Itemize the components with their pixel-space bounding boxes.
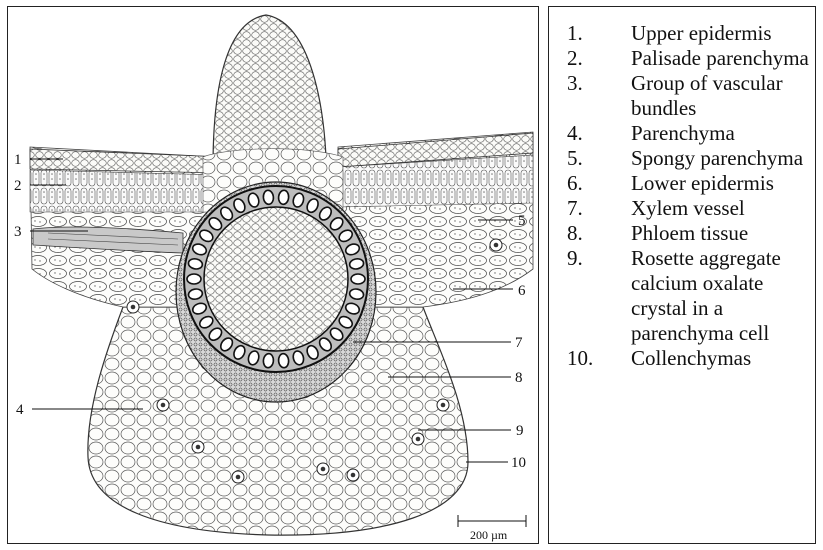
crystal-core bbox=[321, 467, 326, 472]
legend-item: 5. Spongy parenchyma bbox=[549, 146, 815, 171]
callout-3: 3 bbox=[14, 224, 22, 240]
legend-item-number: 7. bbox=[567, 196, 583, 221]
xylem-vessel bbox=[278, 353, 289, 368]
legend-item-label: Group of vascular bundles bbox=[631, 71, 815, 121]
legend-item-number: 3. bbox=[567, 71, 583, 96]
legend-item-number: 8. bbox=[567, 221, 583, 246]
legend-item-label: Xylem vessel bbox=[631, 196, 815, 221]
legend-item-number: 2. bbox=[567, 46, 583, 71]
legend-item: 4. Parenchyma bbox=[549, 121, 815, 146]
legend-item: 1. Upper epidermis bbox=[549, 21, 815, 46]
callout-6: 6 bbox=[518, 283, 526, 299]
xylem-vessel bbox=[263, 190, 274, 205]
legend-item-number: 1. bbox=[567, 21, 583, 46]
crystal-core bbox=[494, 243, 499, 248]
leaf-cross-section-drawing: 1 2 3 4 5 6 7 8 9 10 200 µm bbox=[8, 7, 540, 545]
legend-item: 6. Lower epidermis bbox=[549, 171, 815, 196]
legend-item-label: Parenchyma bbox=[631, 121, 815, 146]
legend-item: 9. Rosette aggregate calcium oxalate crys… bbox=[549, 246, 815, 346]
callout-1: 1 bbox=[14, 152, 22, 168]
legend-item-label: Collenchymas bbox=[631, 346, 815, 371]
legend-item-number: 5. bbox=[567, 146, 583, 171]
legend-item-label: Spongy parenchyma bbox=[631, 146, 815, 171]
legend-item: 7. Xylem vessel bbox=[549, 196, 815, 221]
scale-bar-label: 200 µm bbox=[470, 528, 508, 542]
legend-item-label: Rosette aggregate calcium oxalate crysta… bbox=[631, 246, 815, 346]
callout-10: 10 bbox=[511, 455, 526, 471]
legend-item-label: Phloem tissue bbox=[631, 221, 815, 246]
callout-2: 2 bbox=[14, 178, 22, 194]
callout-9: 9 bbox=[516, 423, 524, 439]
legend-item: 2. Palisade parenchyma bbox=[549, 46, 815, 71]
callout-4: 4 bbox=[16, 402, 24, 418]
xylem-vessel bbox=[263, 353, 274, 368]
crystal-core bbox=[161, 403, 166, 408]
crystal-core bbox=[441, 403, 446, 408]
callout-5: 5 bbox=[518, 213, 526, 229]
callout-8: 8 bbox=[515, 370, 523, 386]
callout-7: 7 bbox=[515, 335, 523, 351]
scale-bar: 200 µm bbox=[458, 515, 526, 542]
legend-item-label: Upper epidermis bbox=[631, 21, 815, 46]
legend-item: 10. Collenchymas bbox=[549, 346, 815, 371]
xylem-vessel bbox=[278, 190, 289, 205]
crystal-core bbox=[236, 475, 241, 480]
legend-item-label: Lower epidermis bbox=[631, 171, 815, 196]
legend-item-number: 4. bbox=[567, 121, 583, 146]
legend-item: 8. Phloem tissue bbox=[549, 221, 815, 246]
legend-item-number: 10. bbox=[567, 346, 593, 371]
xylem-vessel bbox=[351, 274, 365, 284]
xylem-vessel bbox=[187, 274, 201, 284]
crystal-core bbox=[351, 473, 356, 478]
crystal-core bbox=[196, 445, 201, 450]
legend-item-label: Palisade parenchyma bbox=[631, 46, 815, 71]
legend-item-number: 6. bbox=[567, 171, 583, 196]
micrograph-panel: 1 2 3 4 5 6 7 8 9 10 200 µm bbox=[7, 6, 539, 544]
legend-item: 3. Group of vascular bundles bbox=[549, 71, 815, 121]
crystal-core bbox=[416, 437, 421, 442]
legend-item-number: 9. bbox=[567, 246, 583, 271]
crystal-core bbox=[131, 305, 136, 310]
